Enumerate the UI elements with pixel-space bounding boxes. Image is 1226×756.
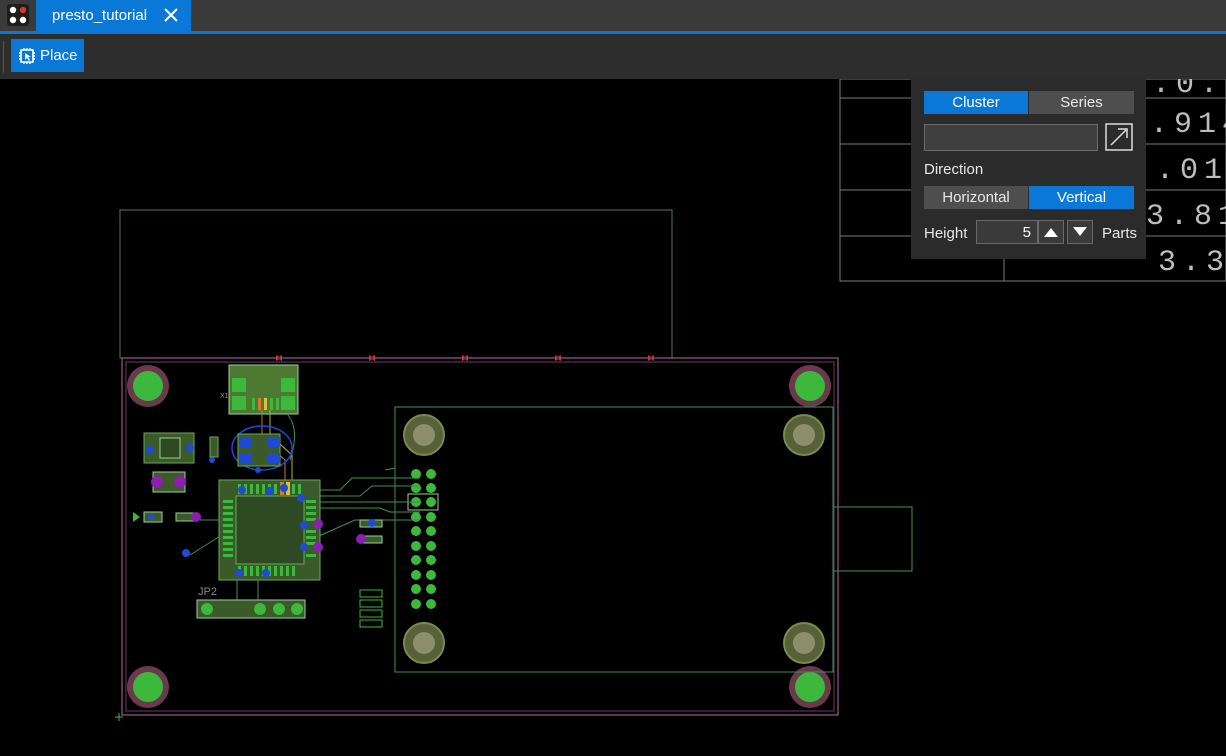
place-chip-icon — [18, 47, 36, 65]
header-pins — [411, 469, 436, 609]
module-outline — [395, 407, 833, 672]
title-bar: presto_tutorial — [0, 0, 1226, 31]
module-mounting-pads — [404, 415, 824, 663]
height-label: Height — [924, 225, 967, 242]
toolbar: Place — [0, 34, 1226, 79]
name-input[interactable] — [924, 124, 1098, 151]
direction-label: Direction — [924, 161, 983, 178]
jp2-header: JP2 — [197, 586, 305, 618]
app-icon — [7, 4, 29, 26]
cluster-toggle[interactable]: Cluster — [924, 91, 1028, 114]
dimension-value: .914 — [1150, 108, 1226, 142]
silkscreen-x1: X1 — [220, 393, 229, 400]
silkscreen-jp2: JP2 — [198, 586, 217, 598]
usb-connector: X1 — [220, 365, 298, 414]
height-input[interactable]: 5 — [976, 220, 1038, 244]
component-outline-top — [120, 210, 672, 358]
close-icon[interactable] — [162, 6, 180, 24]
connector-outline — [833, 507, 912, 571]
series-toggle[interactable]: Series — [1029, 91, 1134, 114]
dimension-value: 3.3 — [1158, 246, 1226, 280]
arrow-down-icon[interactable] — [1067, 220, 1093, 244]
dimension-value: .01 — [1156, 154, 1226, 188]
dimension-value: 3.81 — [1146, 200, 1226, 234]
parts-label: Parts — [1102, 225, 1137, 242]
arrow-up-icon[interactable] — [1038, 220, 1064, 244]
toolbar-separator — [3, 41, 4, 73]
placement-panel: Cluster Series Direction Horizontal Vert… — [911, 79, 1146, 259]
vertical-toggle[interactable]: Vertical — [1029, 186, 1134, 209]
microcontroller — [219, 480, 320, 580]
place-button[interactable]: Place — [11, 39, 84, 72]
expand-arrow-icon[interactable] — [1105, 123, 1133, 151]
place-button-label: Place — [40, 47, 78, 64]
horizontal-toggle[interactable]: Horizontal — [924, 186, 1028, 209]
dimension-value: .0.7 — [1152, 79, 1226, 102]
document-tab[interactable]: presto_tutorial — [36, 0, 191, 31]
tab-title: presto_tutorial — [52, 7, 147, 24]
